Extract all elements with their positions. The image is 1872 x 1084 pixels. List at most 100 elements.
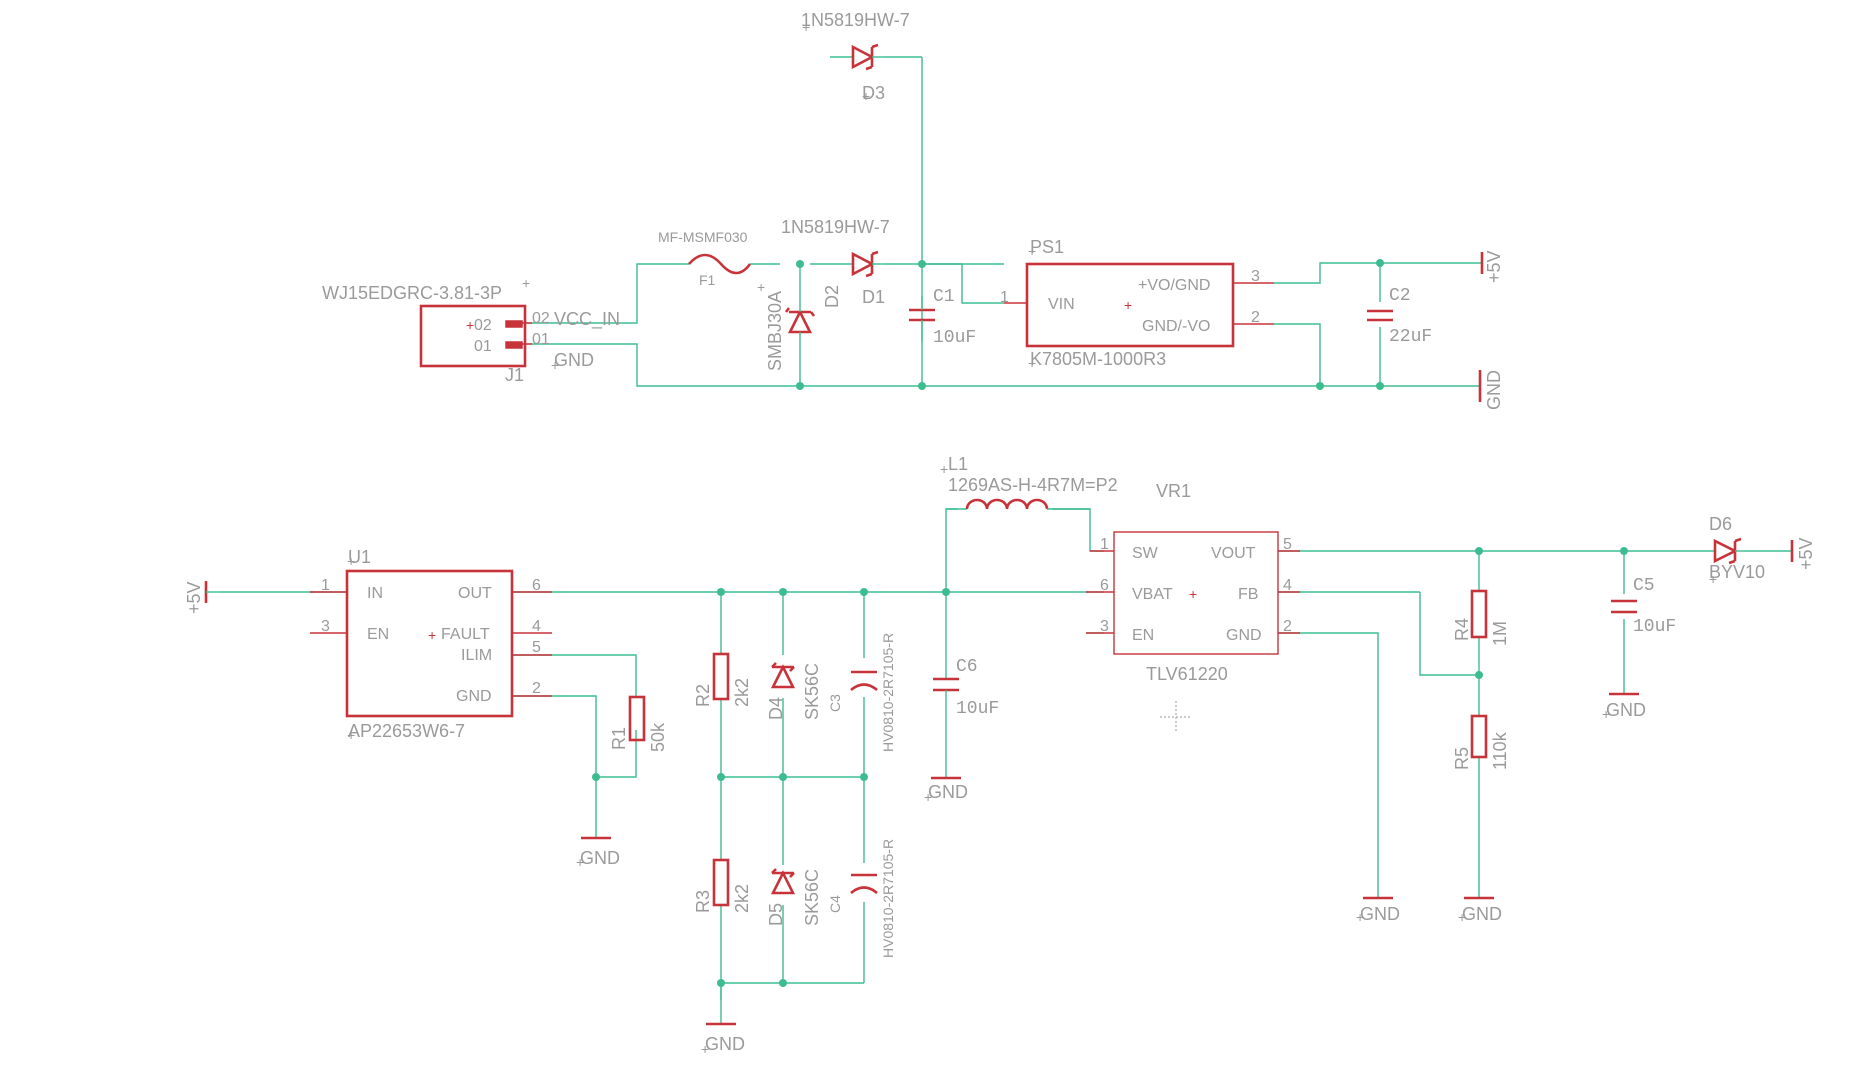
svg-text:+: + xyxy=(701,1041,709,1057)
fuse-f1[interactable]: MF-MSMF030 F1 xyxy=(658,229,752,288)
u1-pin-ilim: ILIM xyxy=(461,647,492,664)
ps1-value: K7805M-1000R3 xyxy=(1030,349,1166,369)
capacitor-c4[interactable]: C4 HV0810-2R7105-R xyxy=(827,839,896,958)
gnd-c5-label: GND xyxy=(1606,700,1646,720)
capacitor-c6[interactable]: C6 10uF xyxy=(933,657,999,719)
l1-ref: L1 xyxy=(948,454,968,474)
diode-d1[interactable]: 1N5819HW-7 D1 xyxy=(781,217,890,307)
gnd-u1[interactable]: GND xyxy=(580,836,620,868)
u1-pin-in: IN xyxy=(367,585,383,602)
capacitor-c1[interactable]: C1 10uF xyxy=(909,287,976,348)
u1-pin-5: 5 xyxy=(532,639,541,656)
u1-pin-6: 6 xyxy=(532,577,541,594)
u1-pin-2: 2 xyxy=(532,680,541,697)
gnd-r5[interactable]: GND xyxy=(1462,896,1502,924)
gnd-vr1[interactable]: GND xyxy=(1360,896,1400,924)
u1-pin-3: 3 xyxy=(321,618,330,635)
capacitor-c2[interactable]: C2 22uF xyxy=(1367,286,1432,347)
gnd-supercaps[interactable]: GND xyxy=(705,983,745,1054)
gnd-symbol-top[interactable]: GND xyxy=(1478,370,1504,410)
u1-value: AP22653W6-7 xyxy=(348,721,465,741)
svg-text:+: + xyxy=(576,854,584,870)
diode-d6[interactable]: D6 BYV10 xyxy=(1709,514,1765,582)
c4-ref: C4 xyxy=(827,895,843,913)
d2-value: SMBJ30A xyxy=(765,291,785,371)
net-label-gnd-j1[interactable]: GND xyxy=(554,350,594,370)
svg-text:+: + xyxy=(347,553,355,569)
diode-d4[interactable]: D4 SK56C xyxy=(766,662,822,720)
svg-text:+: + xyxy=(1709,571,1717,587)
svg-text:+: + xyxy=(1028,355,1036,371)
d1-ref: D1 xyxy=(862,287,885,307)
capacitor-c3[interactable]: C3 HV0810-2R7105-R xyxy=(827,633,896,752)
r2-ref: R2 xyxy=(693,684,713,707)
connector-j1[interactable]: WJ15EDGRC-3.81-3P J1 02 01 02 01 + xyxy=(322,283,550,385)
svg-text:+: + xyxy=(862,88,870,104)
u1-pin-fault: FAULT xyxy=(441,626,490,643)
u1-pin-4: 4 xyxy=(532,618,541,635)
ps1-pin-vo: +VO/GND xyxy=(1138,277,1210,294)
net-5v-left: +5V xyxy=(184,581,204,614)
d3-ref: D3 xyxy=(862,83,885,103)
j1-pin-01: 01 xyxy=(532,331,550,348)
j1-pin-01-inner: 01 xyxy=(474,338,492,355)
diode-d3[interactable]: 1N5819HW-7 D3 xyxy=(801,10,910,103)
ps1-pin-gnd: GND/-VO xyxy=(1142,318,1210,335)
d2-ref: D2 xyxy=(822,285,842,308)
resistor-r2[interactable]: R2 2k2 xyxy=(693,652,752,707)
ps1-pin-2: 2 xyxy=(1251,309,1260,326)
inductor-l1[interactable]: L1 1269AS-H-4R7M=P2 xyxy=(946,454,1118,510)
resistor-r5[interactable]: R5 110k xyxy=(1452,714,1510,770)
ic-u1[interactable]: IN EN OUT FAULT ILIM GND 1 3 6 4 5 2 + U… xyxy=(310,547,552,741)
l1-value: 1269AS-H-4R7M=P2 xyxy=(948,475,1118,495)
svg-text:+: + xyxy=(1602,706,1610,722)
net-5v-top: +5V xyxy=(1484,250,1504,283)
ic-vr1[interactable]: SW VBAT EN VOUT FB GND 1 6 3 5 4 2 + VR1… xyxy=(1086,481,1300,684)
resistor-r3[interactable]: R3 2k2 xyxy=(693,858,752,913)
f1-ref: F1 xyxy=(699,272,716,288)
supply-5v-top[interactable]: +5V xyxy=(1480,250,1504,283)
diode-d5[interactable]: D5 SK56C xyxy=(766,868,822,926)
j1-value: WJ15EDGRC-3.81-3P xyxy=(322,283,502,303)
c3-ref: C3 xyxy=(827,694,843,712)
resistor-r1[interactable]: R1 50k xyxy=(609,695,668,752)
j1-pin-02: 02 xyxy=(532,310,550,327)
svg-text:+: + xyxy=(940,461,948,477)
svg-text:+: + xyxy=(757,279,765,295)
supply-5v-right[interactable]: +5V xyxy=(1790,537,1816,570)
gnd-c5[interactable]: GND xyxy=(1606,692,1646,720)
svg-text:+: + xyxy=(428,627,436,643)
gnd-c6[interactable]: GND xyxy=(928,776,968,802)
r2-value: 2k2 xyxy=(732,678,752,707)
gnd-vr1-label: GND xyxy=(1360,904,1400,924)
gnd-r5-label: GND xyxy=(1462,904,1502,924)
u1-pin-out: OUT xyxy=(458,585,492,602)
svg-text:+: + xyxy=(1189,586,1197,602)
r3-ref: R3 xyxy=(693,890,713,913)
svg-text:+: + xyxy=(1124,297,1132,313)
ps1-pin-1: 1 xyxy=(1000,289,1009,306)
j1-ref: J1 xyxy=(505,365,524,385)
ps1-pin-vin: VIN xyxy=(1048,296,1075,313)
regulator-ps1[interactable]: VIN +VO/GND GND/-VO 1 3 2 + PS1 K7805M-1… xyxy=(1000,237,1274,369)
supply-5v-left[interactable]: +5V xyxy=(184,581,220,614)
capacitor-c5[interactable]: C5 10uF xyxy=(1611,576,1676,637)
svg-text:+: + xyxy=(1356,909,1364,925)
d4-value: SK56C xyxy=(802,663,822,720)
r3-value: 2k2 xyxy=(732,884,752,913)
u1-ref: U1 xyxy=(348,547,371,567)
vr1-pin-sw: SW xyxy=(1132,545,1159,562)
net-5v-right: +5V xyxy=(1796,537,1816,570)
gnd-c6-label: GND xyxy=(928,782,968,802)
r5-value: 110k xyxy=(1490,731,1510,770)
tvs-diode-d2[interactable]: SMBJ30A D2 xyxy=(765,285,842,371)
c5-value: 10uF xyxy=(1633,617,1676,637)
c1-ref: C1 xyxy=(933,287,955,307)
d6-ref: D6 xyxy=(1709,514,1732,534)
c2-value: 22uF xyxy=(1389,327,1432,347)
resistor-r4[interactable]: R4 1M xyxy=(1452,589,1510,646)
net-label-vcc-in[interactable]: VCC_IN xyxy=(554,309,620,330)
c6-ref: C6 xyxy=(956,657,978,677)
svg-text:+: + xyxy=(347,727,355,743)
